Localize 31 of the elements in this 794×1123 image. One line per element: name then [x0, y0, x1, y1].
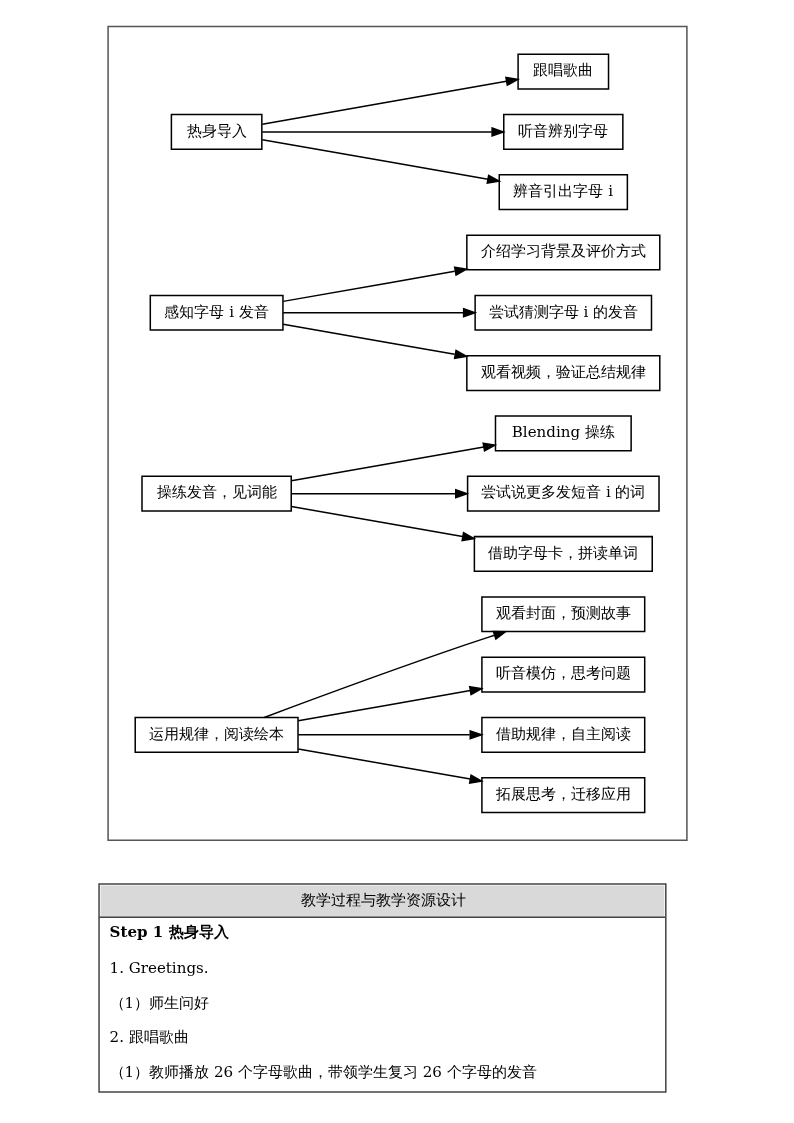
node-box: 感知字母 i 发音: [149, 294, 284, 331]
node-box: 拓展思考，迁移应用: [480, 777, 645, 814]
arrow: [290, 488, 469, 499]
node-box: Blending 操练: [494, 415, 632, 452]
node-box: 跟唱歌曲: [516, 53, 609, 90]
arrow: [297, 748, 484, 784]
arrow: [281, 307, 477, 318]
node-box: 介绍学习背景及评价方式: [465, 234, 661, 271]
node-box: 尝试猜测字母 i 的发音: [473, 294, 652, 331]
node-box: 运用规律，阅读绘本: [133, 716, 299, 753]
arrow: [297, 685, 484, 722]
arrow: [262, 630, 508, 719]
node-box: 听音辨别字母: [502, 113, 624, 150]
cluster: [106, 25, 688, 842]
arrow: [261, 76, 520, 125]
arrow: [281, 266, 469, 303]
arrow: [297, 729, 484, 740]
node-box: 观看视频，验证总结规律: [465, 355, 661, 392]
arrow: [261, 138, 501, 185]
node-box: 借助规律，自主阅读: [480, 716, 645, 753]
node-box: 听音模仿，思考问题: [480, 656, 645, 693]
arrow: [281, 323, 469, 360]
node-box: 借助字母卡，拼读单词: [473, 535, 653, 573]
arrow: [290, 505, 476, 542]
node-box: 观看封面，预测故事: [480, 596, 645, 633]
node-box: 操练发音，见词能: [140, 475, 292, 512]
node-box: 尝试说更多发短音 i 的词: [466, 475, 660, 512]
node-box: 热身导入: [170, 113, 263, 150]
node-box: 辨音引出字母 i: [498, 174, 628, 211]
arrow: [261, 126, 506, 137]
arrow: [290, 442, 497, 482]
